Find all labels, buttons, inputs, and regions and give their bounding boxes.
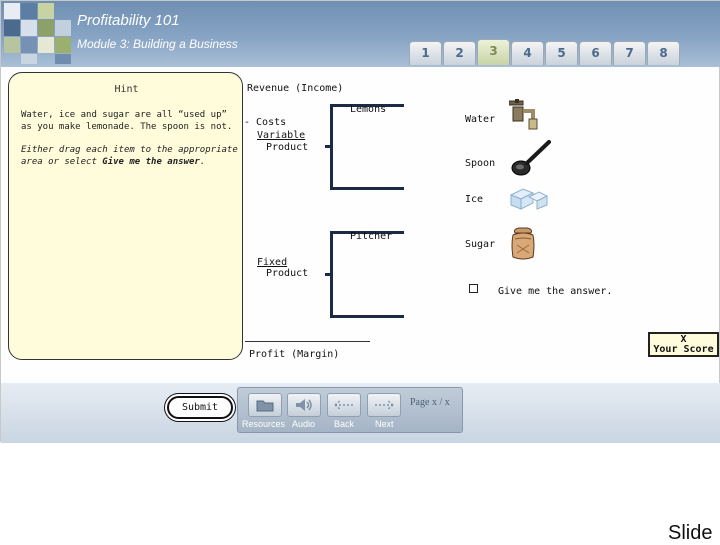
- tab-page-3[interactable]: 3: [477, 39, 510, 65]
- tab-page-7[interactable]: 7: [613, 41, 646, 65]
- fixed-bracket-notch: [325, 273, 331, 276]
- fixed-bracket-top: [330, 231, 404, 234]
- hint-instructions: Either drag each item to the appropriate…: [21, 144, 241, 168]
- score-label: Your Score: [653, 344, 714, 355]
- hint-instructions-suffix: .: [199, 157, 206, 167]
- variable-costs-label: Variable: [257, 130, 306, 141]
- next-label: Next: [375, 419, 394, 429]
- score-box: X Your Score: [648, 332, 719, 357]
- variable-bracket-spine: [330, 104, 333, 189]
- back-button[interactable]: [327, 393, 361, 417]
- fixed-bracket-spine: [330, 231, 333, 317]
- folder-icon: [256, 400, 274, 412]
- fixed-dropped-item[interactable]: Pitcher: [350, 231, 393, 242]
- navigation-panel: Page x / x Resources Audio Back Next: [237, 387, 463, 433]
- resources-label: Resources: [242, 419, 286, 429]
- page-indicator: Page x / x: [410, 397, 450, 408]
- ice-icon[interactable]: [509, 187, 549, 215]
- tab-page-2[interactable]: 2: [443, 41, 476, 65]
- speaker-icon: [296, 399, 312, 411]
- profit-label: Profit (Margin): [249, 349, 340, 360]
- spoon-icon[interactable]: [509, 138, 553, 182]
- audio-button[interactable]: [287, 393, 321, 417]
- back-label: Back: [334, 419, 355, 429]
- module-title: Module 3: Building a Business: [77, 37, 238, 51]
- fixed-bracket-bottom: [330, 315, 404, 318]
- variable-product-label: Product: [266, 142, 309, 153]
- submit-button[interactable]: Submit: [167, 396, 233, 419]
- course-logo: [4, 3, 72, 65]
- variable-dropped-item[interactable]: Lemons: [350, 104, 387, 115]
- item-sugar-label[interactable]: Sugar: [465, 239, 496, 250]
- next-button[interactable]: [367, 393, 401, 417]
- tab-page-5[interactable]: 5: [545, 41, 578, 65]
- item-ice-label[interactable]: Ice: [465, 194, 484, 205]
- fixed-product-label: Product: [266, 268, 309, 279]
- hint-instructions-prefix: Either drag each item to the appropriate…: [21, 145, 238, 167]
- variable-bracket-notch: [325, 145, 331, 148]
- lesson-window: Profitability 101 Module 3: Building a B…: [0, 0, 720, 443]
- item-water-label[interactable]: Water: [465, 114, 496, 125]
- tab-page-8[interactable]: 8: [647, 41, 680, 65]
- faucet-icon[interactable]: [508, 99, 539, 137]
- hint-text: Water, ice and sugar are all “used up” a…: [21, 110, 233, 132]
- fixed-costs-label: Fixed: [257, 257, 288, 268]
- hint-title: Hint: [114, 84, 139, 95]
- course-title: Profitability 101: [77, 12, 180, 29]
- header: Profitability 101 Module 3: Building a B…: [1, 1, 720, 67]
- item-spoon-label[interactable]: Spoon: [465, 158, 496, 169]
- audio-label: Audio: [292, 419, 316, 429]
- give-answer-label[interactable]: Give me the answer.: [498, 286, 613, 297]
- tab-page-4[interactable]: 4: [511, 41, 544, 65]
- hint-instructions-bold: Give me the answer: [102, 157, 200, 167]
- back-arrow-icon: [334, 399, 353, 411]
- costs-label: - Costs: [244, 117, 287, 128]
- variable-bracket-top: [330, 104, 404, 107]
- page-tabs: 1 2 3 4 5 6 7 8: [409, 39, 681, 65]
- hint-panel: Hint Water, ice and sugar are all “used …: [8, 72, 243, 360]
- slide-caption: Slide: [668, 522, 713, 544]
- resources-button[interactable]: [248, 393, 282, 417]
- score-value: X: [680, 334, 687, 345]
- variable-bracket-bottom: [330, 187, 404, 190]
- tab-page-1[interactable]: 1: [409, 41, 442, 65]
- sugar-sack-icon[interactable]: [509, 225, 537, 265]
- tab-page-6[interactable]: 6: [579, 41, 612, 65]
- give-answer-checkbox[interactable]: [469, 284, 478, 293]
- profit-divider: [245, 341, 370, 342]
- revenue-label: Revenue (Income): [247, 83, 344, 94]
- next-arrow-icon: [375, 399, 394, 411]
